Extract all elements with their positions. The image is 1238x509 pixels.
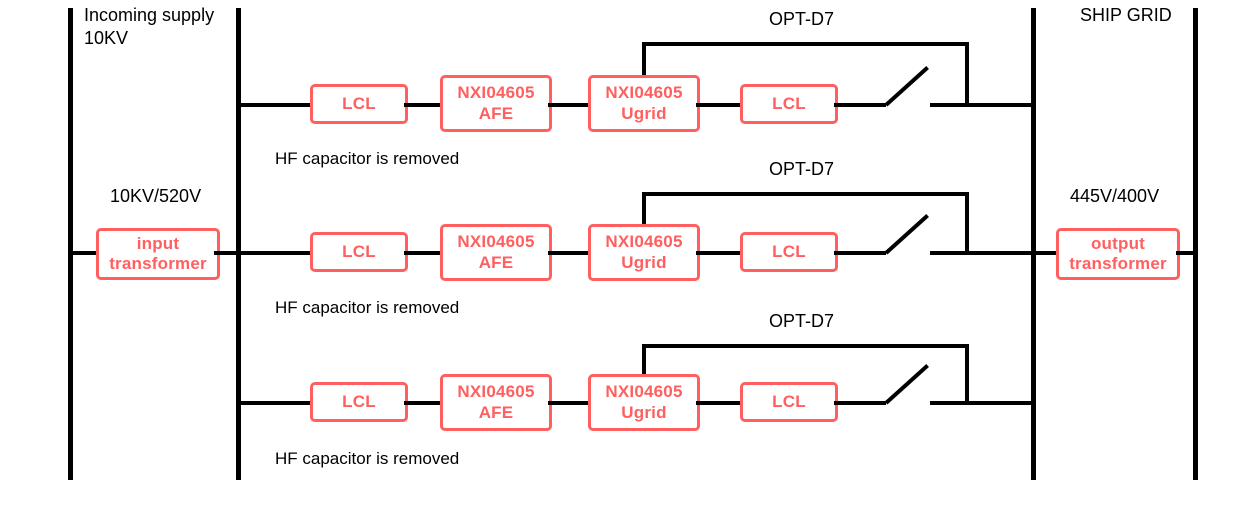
row-1-disconnect-switch[interactable] bbox=[884, 66, 929, 107]
row-3-lcl-input-block[interactable]: LCL bbox=[310, 382, 408, 422]
bus-bar-520v bbox=[236, 8, 241, 480]
row-3-hf-capacitor-note: HF capacitor is removed bbox=[275, 449, 460, 468]
bus-bar-ship-grid-400v bbox=[1193, 8, 1198, 480]
row-3-opt-feedback-top bbox=[642, 344, 969, 348]
row-3-wire-lcl-in-to-afe bbox=[404, 401, 444, 405]
row-3-opt-feedback-riser-left bbox=[642, 344, 646, 380]
row-2-wire-afe-to-ugrid bbox=[548, 251, 592, 255]
ship-grid-label: SHIP GRID bbox=[1080, 5, 1172, 25]
row-3-wire-bus-to-lcl-in bbox=[236, 401, 314, 405]
input-transformer-line1: input bbox=[136, 233, 180, 253]
row-2-afe-converter-block[interactable]: NXI04605 AFE bbox=[440, 224, 552, 281]
row-2-wire-bus-to-lcl-in bbox=[236, 251, 314, 255]
row-2-wire-lcl-out-to-switch bbox=[834, 251, 886, 255]
row-3-opt-feedback-riser-right bbox=[965, 344, 969, 405]
input-transformer-ratio-label: 10KV/520V bbox=[110, 186, 202, 206]
row-2-opt-feedback-riser-right bbox=[965, 192, 969, 255]
row-1-opt-feedback-riser-right bbox=[965, 42, 969, 105]
row-3-opt-label: OPT-D7 bbox=[769, 311, 835, 331]
row-2-wire-lcl-in-to-afe bbox=[404, 251, 444, 255]
row-1-afe-converter-block[interactable]: NXI04605 AFE bbox=[440, 75, 552, 132]
output-transformer-line2: transformer bbox=[1069, 254, 1167, 273]
incoming-supply-line1: Incoming supply bbox=[84, 5, 215, 25]
row-3-wire-lcl-out-to-switch bbox=[834, 401, 886, 405]
row-1-opt-feedback-top bbox=[642, 42, 969, 46]
row-2-lcl-input-block[interactable]: LCL bbox=[310, 232, 408, 272]
row-1-wire-switch-to-bus bbox=[930, 103, 1033, 107]
row-1-wire-lcl-in-to-afe bbox=[404, 103, 444, 107]
row-1-lcl-input-block[interactable]: LCL bbox=[310, 84, 408, 124]
row-2-lcl-output-block[interactable]: LCL bbox=[740, 232, 838, 272]
row-2-opt-feedback-top bbox=[642, 192, 969, 196]
row-1-wire-afe-to-ugrid bbox=[548, 103, 592, 107]
incoming-supply-line2: 10KV bbox=[84, 27, 129, 48]
row-2-wire-ugrid-to-lcl-out bbox=[696, 251, 744, 255]
row-3-wire-afe-to-ugrid bbox=[548, 401, 592, 405]
row-3-lcl-output-block[interactable]: LCL bbox=[740, 382, 838, 422]
row-3-disconnect-switch[interactable] bbox=[884, 364, 929, 405]
wire-incoming-to-input-transformer bbox=[68, 251, 108, 255]
row-1-lcl-output-block[interactable]: LCL bbox=[740, 84, 838, 124]
wire-input-transformer-to-bus-520v bbox=[214, 251, 240, 255]
row-1-wire-bus-to-lcl-in bbox=[236, 103, 314, 107]
row-1-wire-lcl-out-to-switch bbox=[834, 103, 886, 107]
row-2-ugrid-inverter-block[interactable]: NXI04605 Ugrid bbox=[588, 224, 700, 281]
row-1-opt-label: OPT-D7 bbox=[769, 9, 835, 29]
input-transformer-block[interactable]: input transformer bbox=[96, 228, 220, 280]
row-3-wire-ugrid-to-lcl-out bbox=[696, 401, 744, 405]
output-transformer-block[interactable]: output transformer bbox=[1056, 228, 1180, 280]
row-3-ugrid-inverter-block[interactable]: NXI04605 Ugrid bbox=[588, 374, 700, 431]
input-transformer-line2: transformer bbox=[109, 254, 207, 273]
wire-bus-445v-to-output-transformer bbox=[1031, 251, 1065, 255]
row-1-hf-capacitor-note: HF capacitor is removed bbox=[275, 149, 460, 168]
row-1-opt-feedback-riser-left bbox=[642, 42, 646, 78]
output-transformer-line1: output bbox=[1090, 233, 1146, 253]
bus-bar-445v bbox=[1031, 8, 1036, 480]
bus-bar-incoming-10kv bbox=[68, 8, 73, 480]
row-2-opt-label: OPT-D7 bbox=[769, 159, 835, 179]
row-1-wire-ugrid-to-lcl-out bbox=[696, 103, 744, 107]
row-2-opt-feedback-riser-left bbox=[642, 192, 646, 228]
row-3-wire-switch-to-bus bbox=[930, 401, 1033, 405]
row-1-ugrid-inverter-block[interactable]: NXI04605 Ugrid bbox=[588, 75, 700, 132]
row-3-afe-converter-block[interactable]: NXI04605 AFE bbox=[440, 374, 552, 431]
row-2-disconnect-switch[interactable] bbox=[884, 214, 929, 255]
row-2-wire-switch-to-bus bbox=[930, 251, 1033, 255]
output-transformer-ratio-label: 445V/400V bbox=[1070, 186, 1160, 206]
row-2-hf-capacitor-note: HF capacitor is removed bbox=[275, 298, 460, 317]
wire-output-transformer-to-ship-grid bbox=[1176, 251, 1197, 255]
